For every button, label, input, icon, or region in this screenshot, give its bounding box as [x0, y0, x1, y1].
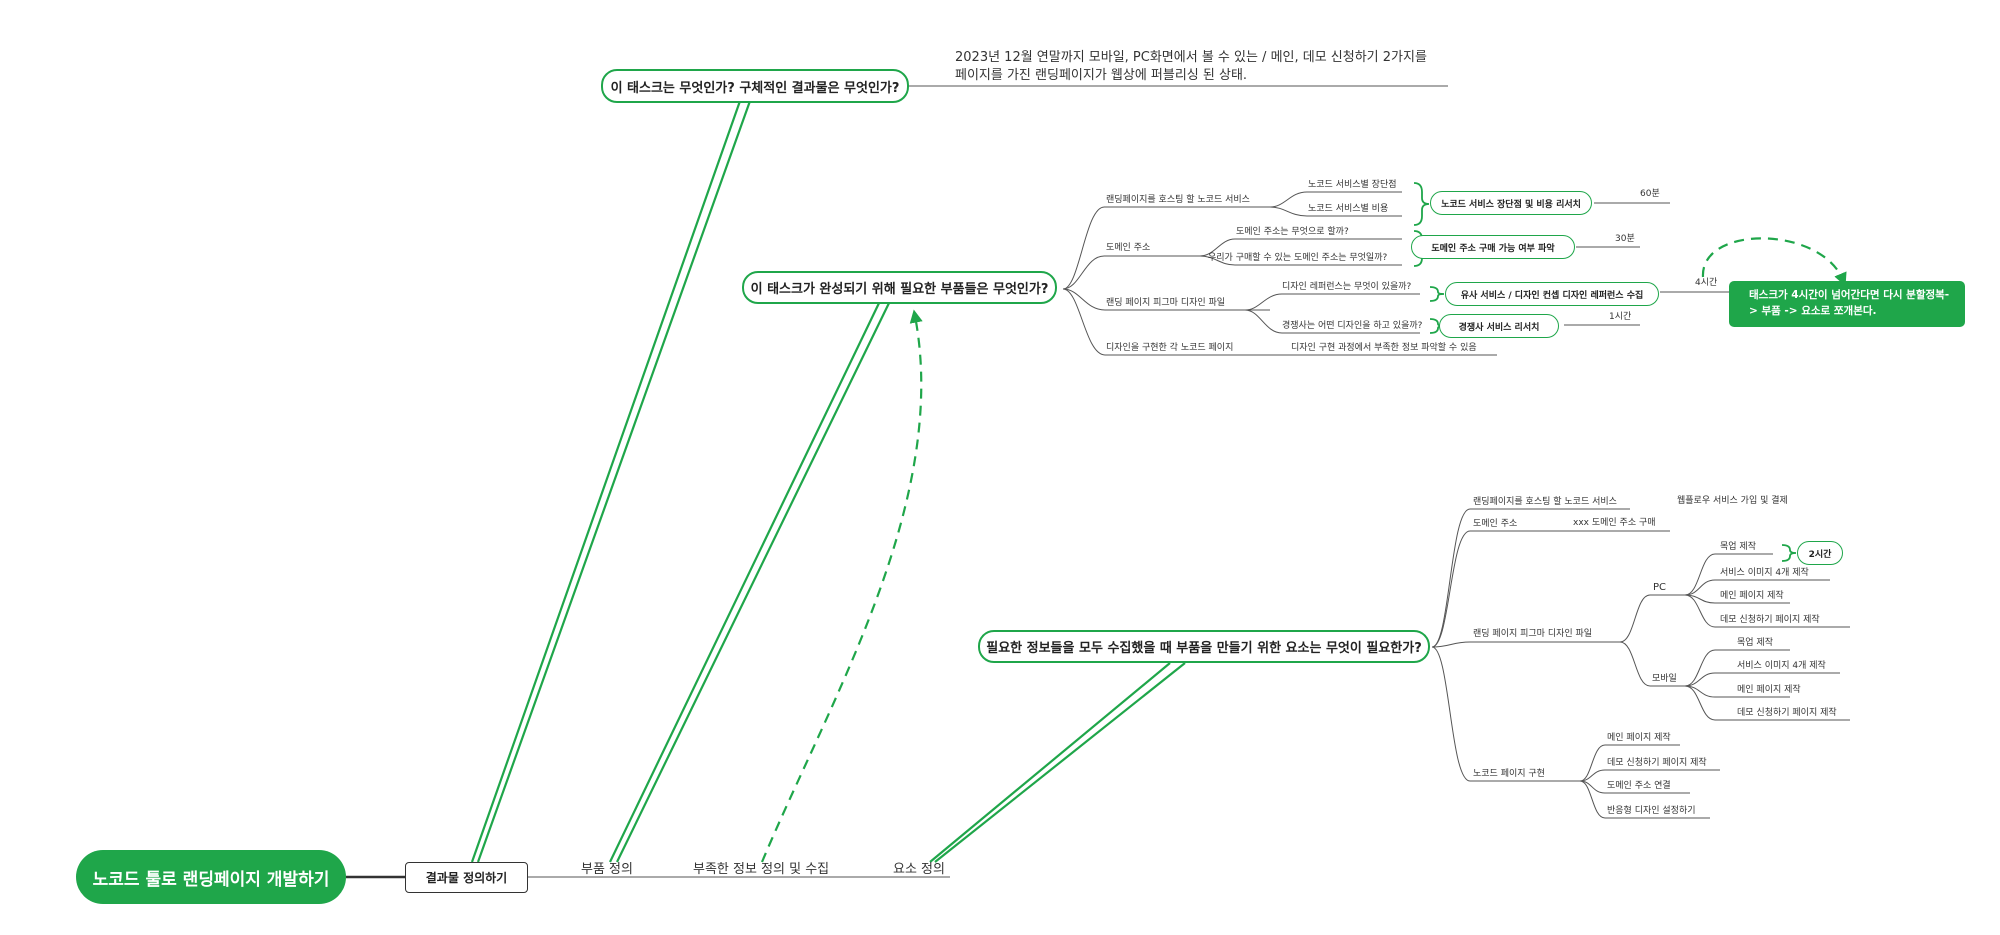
q3-branch-impl[interactable]: 노코드 페이지 구현 — [1473, 769, 1545, 779]
q2-branch-hosting[interactable]: 랜딩페이지를 호스팅 할 노코드 서비스 — [1106, 195, 1250, 205]
impl-item-responsive[interactable]: 반응형 디자인 설정하기 — [1607, 806, 1696, 816]
bracket-hosting — [1413, 182, 1430, 226]
impl-item-domain[interactable]: 도메인 주소 연결 — [1607, 781, 1671, 791]
mobile-item-demo[interactable]: 데모 신청하기 페이지 제작 — [1737, 708, 1837, 718]
answer-line-1: 2023년 12월 연말까지 모바일, PC화면에서 볼 수 있는 / 메인, … — [955, 50, 1427, 65]
impl-item-demo[interactable]: 데모 신청하기 페이지 제작 — [1607, 758, 1707, 768]
track-info[interactable]: 부족한 정보 정의 및 수집 — [693, 862, 830, 877]
mockup-time[interactable]: 2시간 — [1797, 541, 1843, 565]
split-note[interactable]: 태스크가 4시간이 넘어간다면 다시 분할정복-> 부품 -> 요소로 쪼개본다… — [1729, 281, 1965, 327]
domain-buy[interactable]: 우리가 구매할 수 있는 도메인 주소는 무엇일까? — [1208, 253, 1388, 263]
hosting-cost[interactable]: 노코드 서비스별 비용 — [1308, 204, 1389, 214]
pc-item-mockup[interactable]: 목업 제작 — [1720, 542, 1756, 552]
question-1-answer: 2023년 12월 연말까지 모바일, PC화면에서 볼 수 있는 / 메인, … — [955, 49, 1427, 85]
pc-node[interactable]: PC — [1653, 582, 1667, 593]
q2-branch-design[interactable]: 랜딩 페이지 피그마 디자인 파일 — [1106, 298, 1226, 308]
domain-what[interactable]: 도메인 주소는 무엇으로 할까? — [1236, 227, 1349, 237]
question-1[interactable]: 이 태스크는 무엇인가? 구체적인 결과물은 무엇인가? — [601, 69, 909, 103]
task-domain[interactable]: 도메인 주소 구매 가능 여부 파악 — [1411, 235, 1575, 259]
impl-info[interactable]: 디자인 구현 과정에서 부족한 정보 파악할 수 있음 — [1291, 343, 1477, 353]
hosting-pros[interactable]: 노코드 서비스별 장단점 — [1308, 180, 1397, 190]
track-parts[interactable]: 부품 정의 — [581, 862, 633, 877]
impl-item-main[interactable]: 메인 페이지 제작 — [1607, 733, 1671, 743]
question-2[interactable]: 이 태스크가 완성되기 위해 필요한 부품들은 무엇인가? — [742, 271, 1057, 304]
root-node[interactable]: 노코드 툴로 랜딩페이지 개발하기 — [76, 850, 346, 904]
mobile-item-main[interactable]: 메인 페이지 제작 — [1737, 685, 1801, 695]
task-competitor[interactable]: 경쟁사 서비스 리서치 — [1439, 314, 1559, 338]
q3-branch-domain[interactable]: 도메인 주소 — [1473, 519, 1518, 529]
q3-branch-hosting[interactable]: 랜딩페이지를 호스팅 할 노코드 서비스 — [1473, 497, 1617, 507]
step-node[interactable]: 결과물 정의하기 — [405, 862, 528, 893]
design-competitor[interactable]: 경쟁사는 어떤 디자인을 하고 있을까? — [1282, 321, 1423, 331]
question-3[interactable]: 필요한 정보들을 모두 수집했을 때 부품을 만들기 위한 요소는 무엇이 필요… — [978, 630, 1430, 663]
task-reference[interactable]: 유사 서비스 / 디자인 컨셉 디자인 레퍼런스 수집 — [1445, 282, 1659, 306]
q2-branch-impl[interactable]: 디자인을 구현한 각 노코드 페이지 — [1106, 343, 1234, 353]
mobile-item-images[interactable]: 서비스 이미지 4개 제작 — [1737, 661, 1826, 671]
task-hosting[interactable]: 노코드 서비스 장단점 및 비용 리서치 — [1430, 191, 1592, 215]
q3-branch-design[interactable]: 랜딩 페이지 피그마 디자인 파일 — [1473, 629, 1593, 639]
answer-line-2: 페이지를 가진 랜딩페이지가 웹상에 퍼블리싱 된 상태. — [955, 68, 1248, 83]
bracket-mockup — [1781, 544, 1797, 562]
time-domain: 30분 — [1615, 234, 1635, 244]
track-elements[interactable]: 요소 정의 — [893, 862, 945, 877]
mobile-node[interactable]: 모바일 — [1652, 674, 1677, 684]
pc-item-images[interactable]: 서비스 이미지 4개 제작 — [1720, 568, 1809, 578]
time-total: 4시간 — [1695, 278, 1718, 288]
time-competitor: 1시간 — [1609, 312, 1632, 322]
mobile-item-mockup[interactable]: 목업 제작 — [1737, 638, 1773, 648]
time-hosting: 60분 — [1640, 189, 1660, 199]
pc-item-main[interactable]: 메인 페이지 제작 — [1720, 591, 1784, 601]
bracket-reference — [1429, 286, 1445, 302]
hosting-item[interactable]: 웹플로우 서비스 가입 및 결제 — [1677, 496, 1788, 506]
pc-item-demo[interactable]: 데모 신청하기 페이지 제작 — [1720, 615, 1820, 625]
design-ref[interactable]: 디자인 레퍼런스는 무엇이 있을까? — [1282, 282, 1412, 292]
domain-item[interactable]: xxx 도메인 주소 구매 — [1573, 518, 1656, 528]
q2-branch-domain[interactable]: 도메인 주소 — [1106, 243, 1151, 253]
